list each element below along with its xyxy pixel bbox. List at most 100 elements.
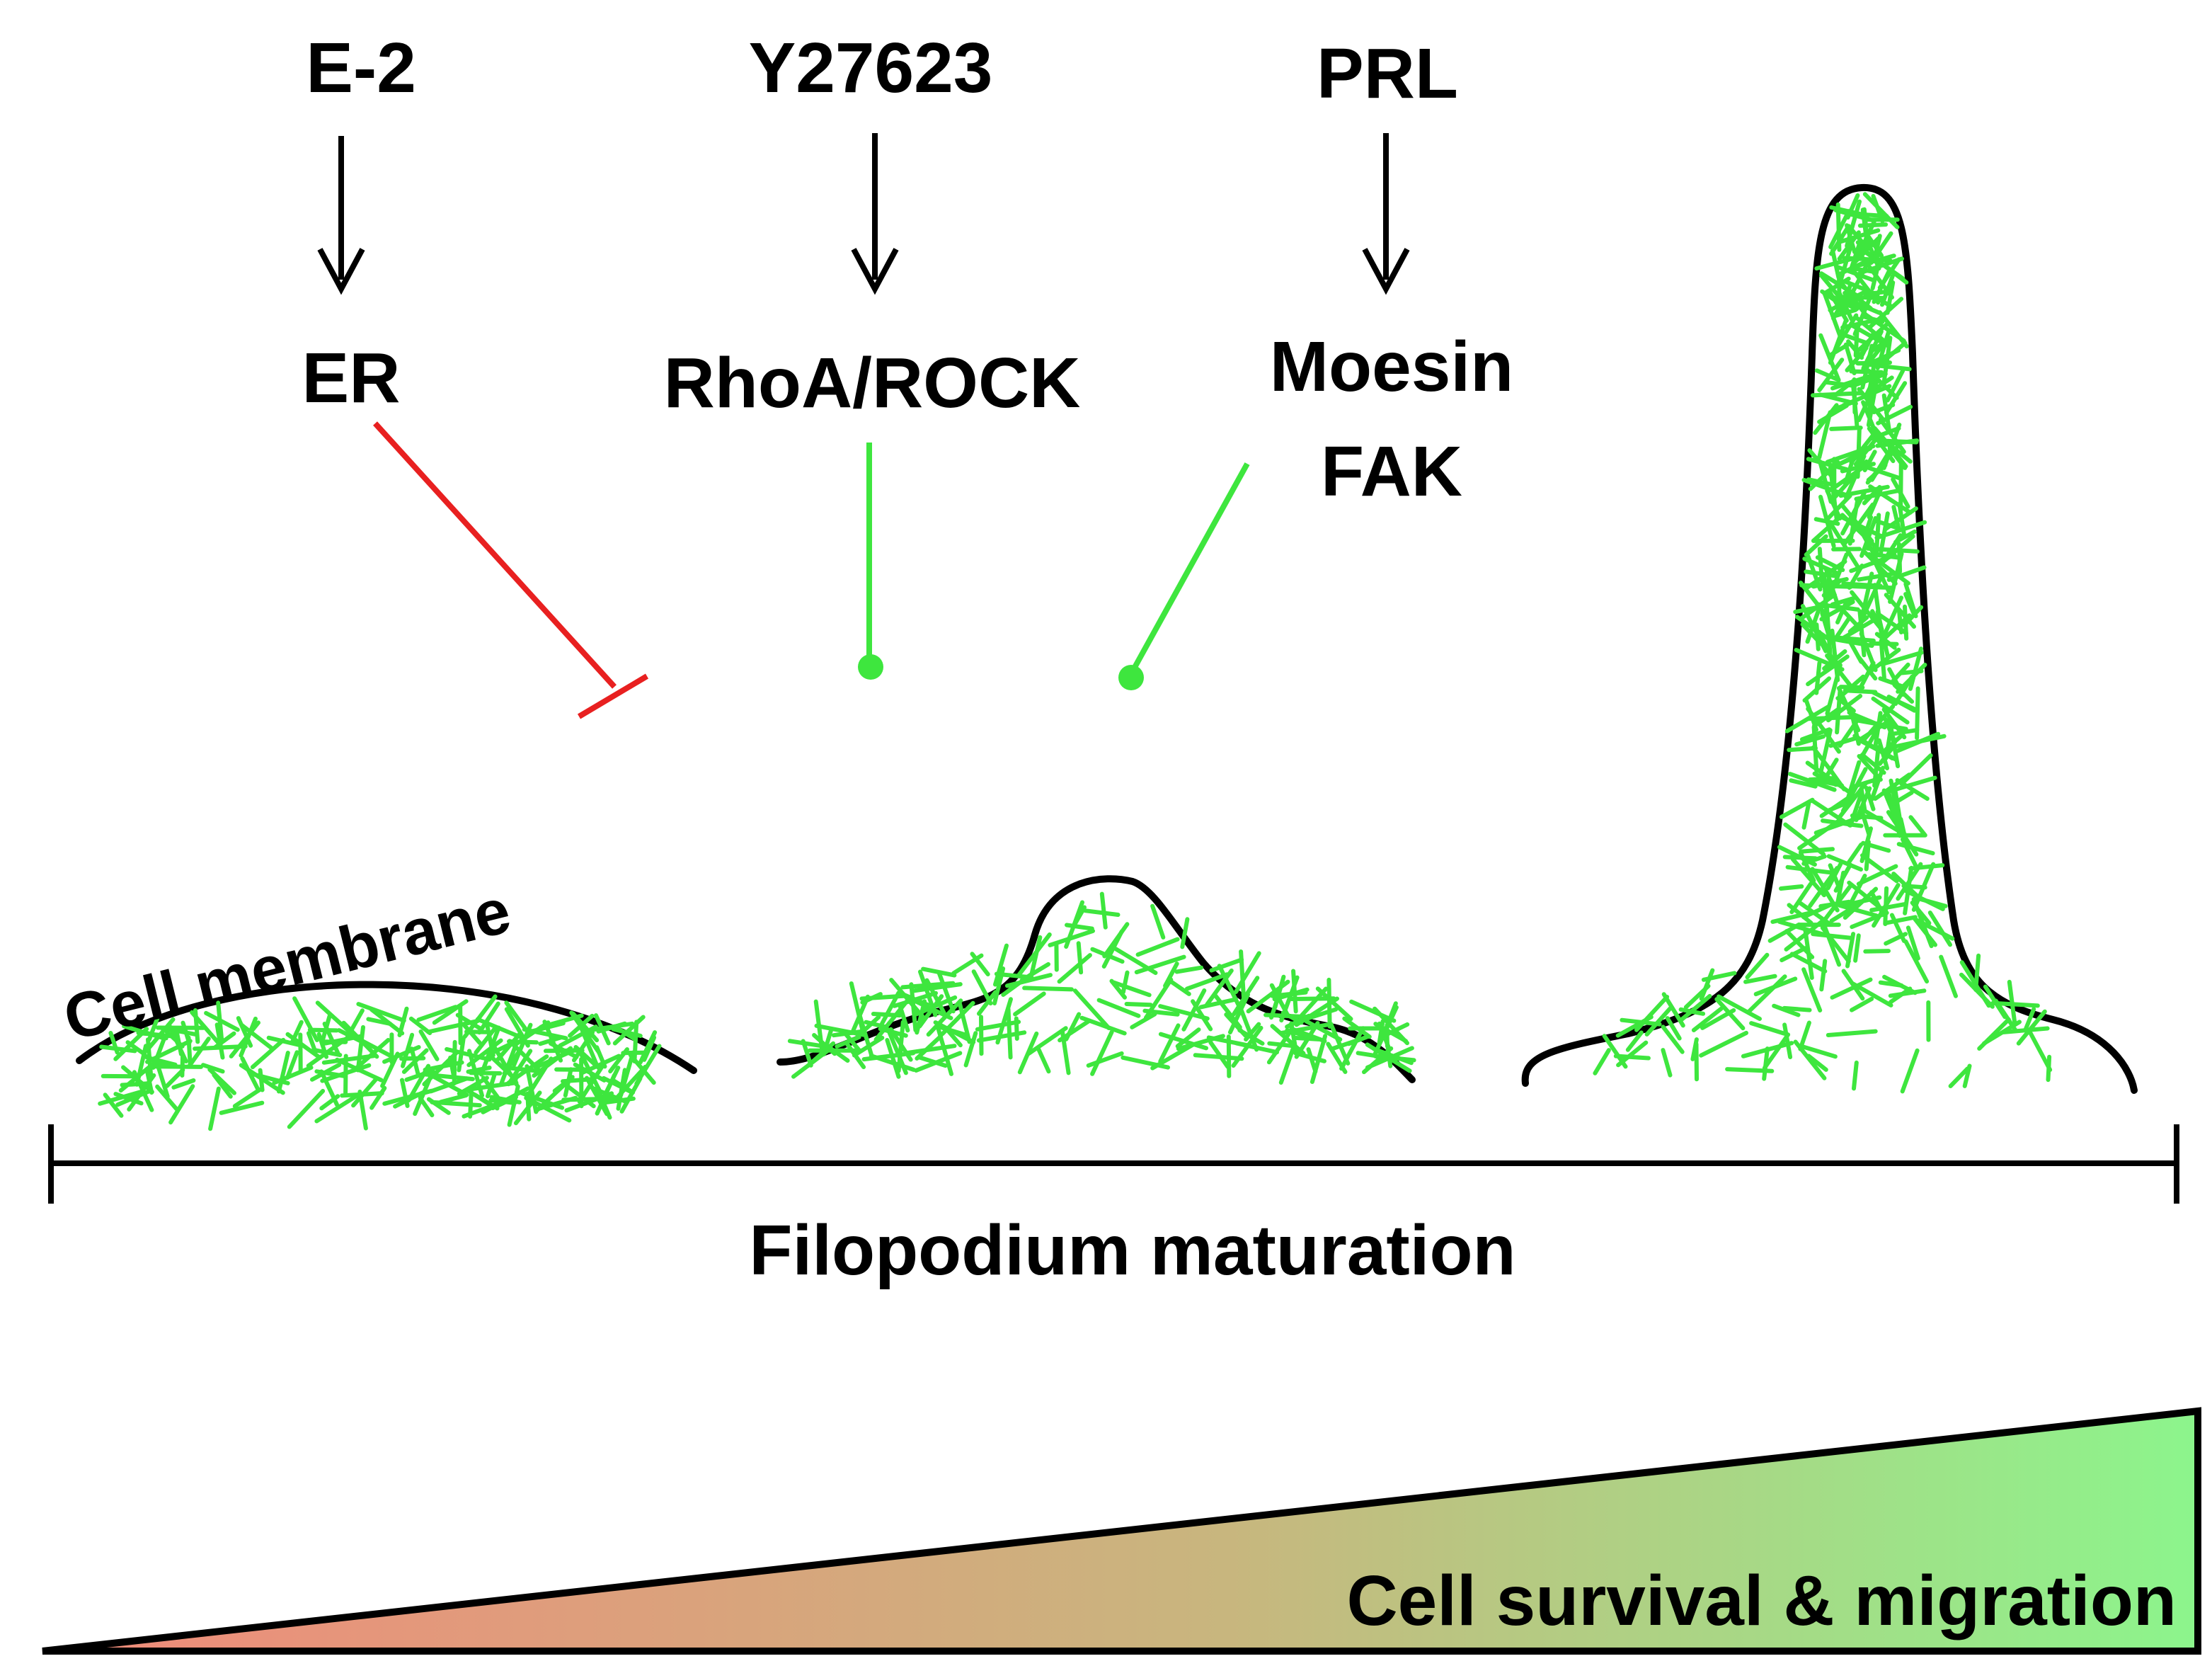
actin-fiber <box>507 1084 520 1127</box>
actin-fiber <box>1845 932 1856 969</box>
actin-fiber <box>577 1061 607 1104</box>
actin-fiber <box>1799 583 1853 589</box>
actin-fiber <box>1847 224 1868 249</box>
actin-fiber <box>979 1015 984 1056</box>
actin-fiber <box>1826 694 1863 723</box>
actin-fiber <box>1879 639 1886 680</box>
actin-fiber <box>1801 854 1827 866</box>
actin-fiber <box>1885 368 1906 403</box>
actin-fiber <box>935 1023 953 1076</box>
actin-fiber <box>306 1037 348 1068</box>
actin-fiber <box>1829 900 1864 923</box>
actin-fiber <box>201 1063 225 1074</box>
actin-fiber <box>1013 991 1046 1017</box>
actin-fiber <box>1150 903 1166 940</box>
actin-fiber <box>595 1045 607 1069</box>
actin-fiber <box>2001 1026 2050 1034</box>
actin-fiber <box>240 1056 261 1093</box>
actin-fiber <box>1851 717 1861 746</box>
actin-fiber <box>525 1056 554 1100</box>
actin-fiber <box>1903 581 1918 619</box>
actin-fiber <box>1625 1030 1644 1052</box>
actin-fiber <box>1208 1040 1230 1069</box>
actin-fiber <box>1814 254 1862 271</box>
actin-fiber <box>1749 1021 1787 1036</box>
actin-fiber <box>455 1012 482 1031</box>
actin-fiber <box>1602 1034 1628 1069</box>
actin-fiber <box>2016 1009 2047 1046</box>
actin-fiber <box>1227 992 1250 1034</box>
actin-fiber <box>1613 1054 1651 1061</box>
actin-fiber <box>1234 951 1261 994</box>
actin-fiber <box>232 1088 262 1109</box>
actin-fiber <box>1829 426 1863 431</box>
actin-fiber <box>1743 974 1777 984</box>
actin-fiber <box>1817 410 1833 460</box>
actin-fiber <box>522 1027 568 1041</box>
actin-fiber <box>219 1100 265 1115</box>
actin-fiber <box>1762 1032 1791 1071</box>
actin-fiber <box>1830 977 1873 1000</box>
actin-fiber <box>357 1090 368 1131</box>
filopodium-mature-outline <box>1521 183 2138 1094</box>
actin-fiber <box>1813 403 1839 435</box>
actin-fiber <box>1794 734 1826 747</box>
actin-fiber <box>1863 290 1888 297</box>
actin-fiber <box>120 1081 151 1088</box>
actin-fiber <box>1036 1046 1051 1074</box>
actin-fiber <box>1811 391 1864 398</box>
actin-fiber <box>1948 1066 1970 1088</box>
actin-fiber <box>1329 1022 1351 1066</box>
actin-fiber <box>1798 1044 1838 1059</box>
actin-fiber <box>1762 1046 1770 1081</box>
actin-fiber <box>1845 193 1860 220</box>
actin-fiber <box>1665 1016 1682 1041</box>
actin-fiber <box>1022 986 1074 992</box>
actin-fiber <box>1717 994 1762 1021</box>
actin-fiber <box>1130 1012 1157 1029</box>
actin-fiber <box>924 978 946 1015</box>
actin-fiber <box>1853 933 1861 963</box>
actin-fiber <box>382 1088 434 1106</box>
actin-fiber <box>1820 918 1842 967</box>
actin-fiber <box>1346 1034 1370 1046</box>
actin-fiber <box>501 1065 543 1074</box>
actin-fiber <box>806 1041 836 1068</box>
actin-fiber <box>1845 843 1864 867</box>
actin-fiber <box>1102 922 1130 959</box>
actin-fiber <box>596 1021 627 1034</box>
actin-fiber <box>1865 359 1877 403</box>
actin-fiber <box>1846 874 1867 910</box>
actin-fiber <box>1859 787 1867 811</box>
actin-fiber <box>1896 842 1935 856</box>
actin-fiber <box>1593 1048 1611 1075</box>
actin-fiber <box>285 1050 299 1080</box>
actin-fiber <box>1939 954 1958 998</box>
actin-fiber <box>1833 617 1851 641</box>
actin-fiber <box>99 1044 137 1054</box>
actin-fiber <box>421 1072 475 1082</box>
actin-fiber <box>787 1039 827 1049</box>
actin-fiber <box>1817 629 1838 667</box>
actin-fiber <box>1270 1024 1306 1056</box>
actin-fiber <box>1865 546 1920 554</box>
actin-fiber <box>1174 965 1203 974</box>
actin-fiber <box>1814 661 1822 695</box>
actin-fiber <box>1356 1051 1385 1059</box>
actin-fiber <box>1875 609 1891 660</box>
actin-fiber <box>1814 368 1840 382</box>
actin-fiber <box>860 992 883 1005</box>
actin-fiber <box>380 1051 400 1088</box>
actin-mesh-flat <box>98 994 662 1131</box>
actin-fiber <box>1843 760 1862 809</box>
actin-fiber <box>1847 880 1883 910</box>
actin-fiber <box>103 1092 124 1118</box>
actin-fiber <box>1269 991 1282 1020</box>
actin-fiber <box>1076 941 1084 975</box>
actin-fiber <box>1699 1030 1748 1058</box>
arrow-y27623-to-rhoa <box>851 133 899 295</box>
actin-fiber <box>970 952 990 976</box>
actin-fiber <box>1167 978 1191 996</box>
actin-fiber <box>1372 1046 1414 1066</box>
actin-fiber <box>1886 565 1927 582</box>
